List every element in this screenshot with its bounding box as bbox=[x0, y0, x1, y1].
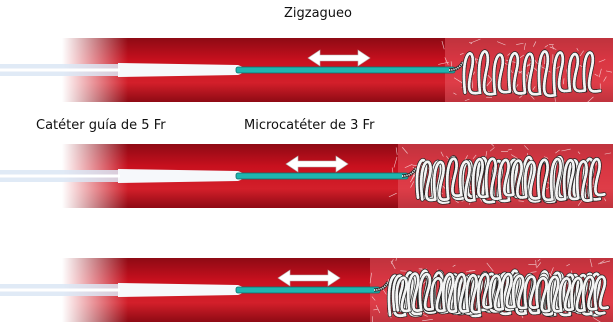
coil-loop bbox=[462, 50, 602, 98]
coil-mass bbox=[448, 49, 603, 98]
coil-lead bbox=[448, 61, 464, 71]
panel-2-diagram bbox=[0, 143, 613, 208]
coil-lead bbox=[401, 167, 417, 177]
coil-loop bbox=[419, 157, 606, 202]
panel-3-diagram bbox=[0, 257, 613, 326]
movement-arrow bbox=[285, 155, 349, 173]
coil-mass bbox=[401, 155, 607, 205]
microcatheter bbox=[235, 172, 409, 180]
zigzag-label: Zigzagueo bbox=[284, 6, 353, 21]
movement-arrow bbox=[277, 269, 341, 287]
coil-lead bbox=[373, 281, 389, 291]
microcatheter bbox=[235, 66, 456, 74]
microcatheter-label: Microcatéter de 3 Fr bbox=[244, 118, 375, 133]
guide-catheter bbox=[118, 169, 245, 183]
microcatheter bbox=[235, 286, 381, 294]
guide-catheter-label: Catéter guía de 5 Fr bbox=[36, 118, 166, 133]
coil-mass bbox=[373, 268, 610, 318]
coil-loop bbox=[395, 272, 610, 314]
guide-catheter bbox=[118, 283, 245, 297]
movement-arrow bbox=[307, 49, 371, 67]
guide-catheter bbox=[118, 63, 245, 77]
panel-1-diagram bbox=[0, 38, 613, 105]
